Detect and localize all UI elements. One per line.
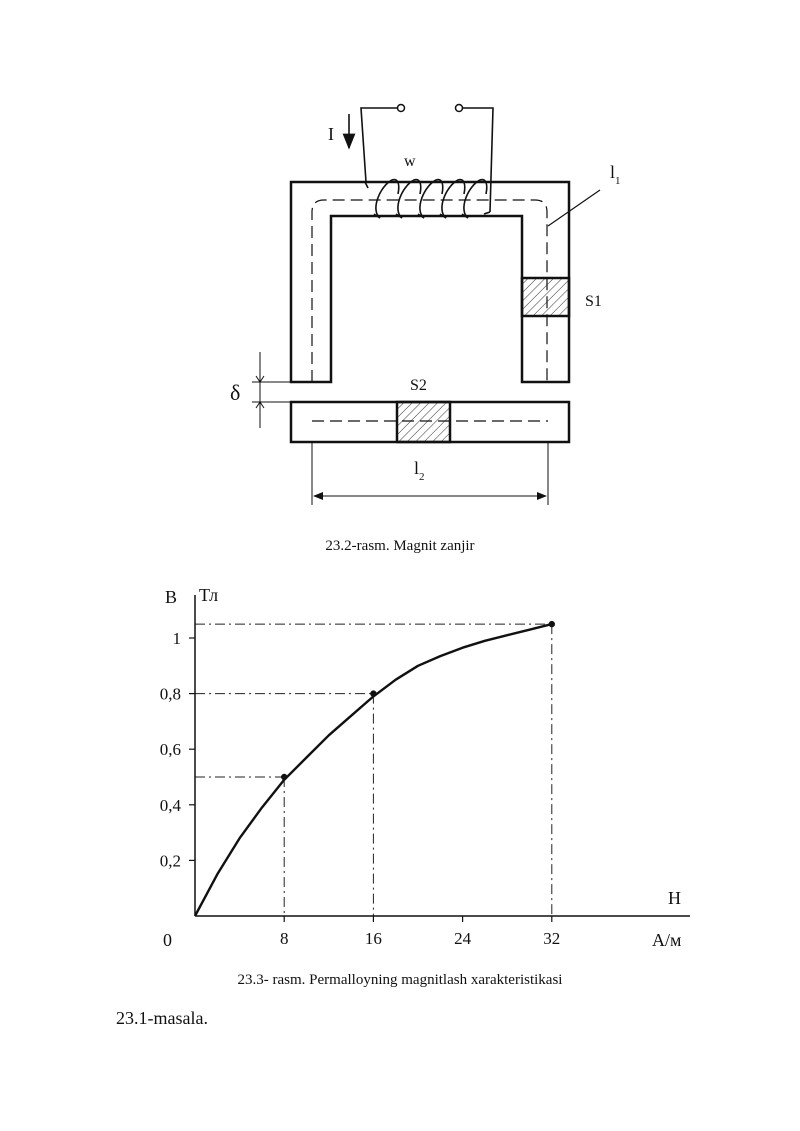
path1-label: l1 bbox=[610, 162, 621, 187]
x-tick-label: 24 bbox=[454, 929, 472, 948]
x-tick-label: 32 bbox=[543, 929, 560, 948]
path2-dimension bbox=[311, 442, 549, 505]
y-tick-label: 0,4 bbox=[160, 796, 182, 815]
bh-curve bbox=[193, 622, 553, 917]
x-tick-label: 8 bbox=[280, 929, 289, 948]
mean-path-upper bbox=[311, 199, 548, 382]
gap-label: δ bbox=[230, 380, 240, 405]
figure-23-3-caption: 23.3- rasm. Permalloyning magnitlash xar… bbox=[237, 972, 563, 988]
section-s1 bbox=[520, 276, 571, 318]
winding-coil bbox=[364, 178, 491, 219]
coil-leads bbox=[360, 107, 494, 213]
upper-core bbox=[289, 180, 571, 384]
terminal-left bbox=[396, 103, 406, 113]
y-tick-label: 0,6 bbox=[160, 740, 181, 759]
winding-label: w bbox=[404, 153, 416, 170]
section2-label: S2 bbox=[410, 377, 427, 394]
x-unit-label: A/м bbox=[652, 930, 681, 950]
origin-label: 0 bbox=[163, 930, 172, 950]
figure-23-2-caption: 23.2-rasm. Magnit zanjir bbox=[325, 538, 475, 554]
data-point bbox=[370, 690, 377, 697]
current-label: I bbox=[328, 124, 334, 144]
y-unit-label: Тл bbox=[199, 585, 218, 605]
x-axis-label: H bbox=[668, 888, 681, 908]
y-tick-label: 0,8 bbox=[160, 685, 181, 704]
y-axis-label: B bbox=[165, 587, 177, 607]
path2-label: l2 bbox=[414, 458, 425, 483]
y-tick-label: 0,2 bbox=[160, 851, 181, 870]
data-point bbox=[548, 620, 555, 628]
section1-label: S1 bbox=[585, 293, 602, 310]
problem-heading: 23.1-masala. bbox=[116, 1008, 208, 1028]
data-point bbox=[281, 773, 288, 781]
gap-dimension bbox=[252, 352, 291, 428]
terminal-right bbox=[454, 103, 464, 113]
section-s2 bbox=[395, 400, 452, 444]
x-tick-label: 16 bbox=[365, 929, 382, 948]
path1-leader bbox=[547, 189, 601, 227]
y-tick-label: 1 bbox=[173, 629, 182, 648]
magnetic-circuit-diagram: I w l1 S1 S2 δ l2 bbox=[230, 103, 621, 505]
